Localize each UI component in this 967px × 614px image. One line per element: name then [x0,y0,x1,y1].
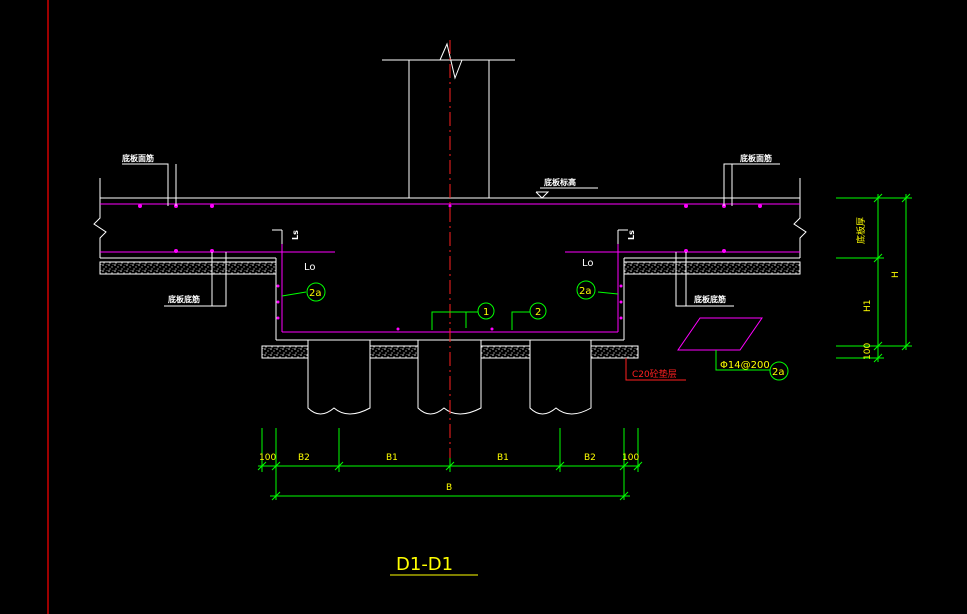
label-ls-left: Ls [291,230,300,240]
section-title: D1-D1 [396,554,453,575]
label-slab-top-rebar-left: 底板面筋 [121,153,154,163]
tag-2a-right: 2a [772,367,785,378]
cushion-leader [625,358,686,381]
dim-b2-right: B2 [584,453,596,463]
bottom-dimensions [257,428,643,501]
dim-h: H [891,271,901,278]
label-cushion: C20砼垫层 [632,368,677,380]
label-slab-elevation: 底板标高 [543,177,576,187]
tag-leaders [281,291,772,371]
tag-2a-left: 2a [309,288,322,299]
label-ls-right: Ls [627,230,636,240]
label-slab-bottom-rebar-right: 底板底筋 [693,294,726,304]
label-rebar-spec: Φ14@200 [720,360,770,371]
column [382,42,515,198]
dim-b1-left: B1 [386,453,398,463]
tag-circles [306,280,789,381]
dim-100-right-vertical: 100 [863,343,873,360]
dim-b1-right: B1 [497,453,509,463]
piles [307,339,592,415]
dim-100-left: 100 [259,453,276,463]
dim-100-right: 100 [622,453,639,463]
dim-h1: H1 [863,300,873,313]
label-lo-left: Lo [304,262,316,273]
leaders [122,163,780,307]
dim-total-b: B [446,483,452,493]
right-dimensions [836,193,912,363]
tag-2: 2 [535,307,541,318]
label-slab-top-rebar-right: 底板面筋 [739,153,772,163]
tag-2a-mid: 2a [579,286,592,297]
dim-slab-thickness: 底板厚 [855,217,867,244]
label-lo-right: Lo [582,258,594,269]
tag-1: 1 [483,307,489,318]
dim-b2-left: B2 [298,453,310,463]
label-slab-bottom-rebar-left: 底板底筋 [167,294,200,304]
